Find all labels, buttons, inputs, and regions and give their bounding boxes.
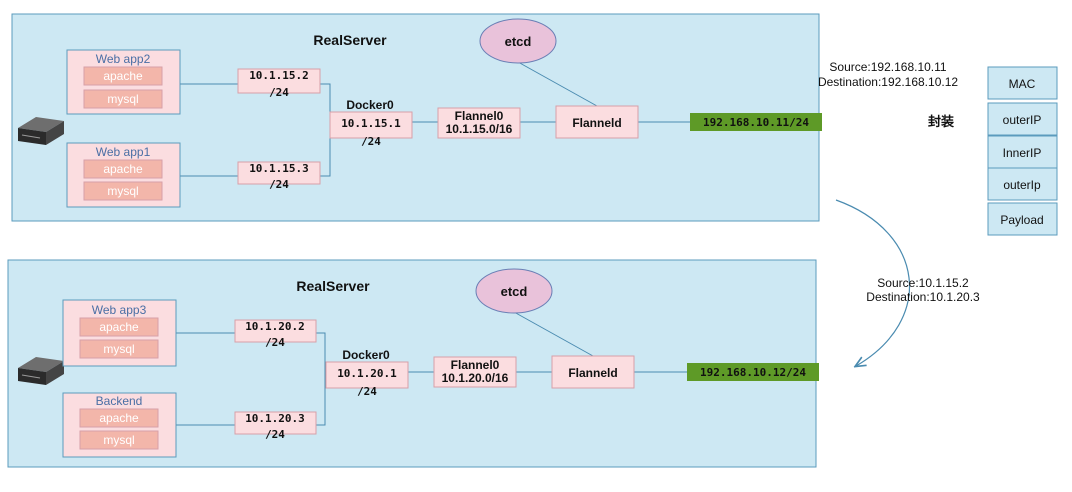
top-app-2: Web app1 apache mysql bbox=[66, 142, 181, 208]
top-app-2-mysql: mysql bbox=[107, 184, 138, 198]
bottom-docker-ip: 10.1.20.1 bbox=[337, 367, 397, 380]
top-realserver: RealServer Web app2 apache mysql bbox=[11, 13, 822, 222]
top-links bbox=[180, 61, 690, 177]
bottom-docker-mask: /24 bbox=[357, 385, 377, 398]
inner-packet-info: Source:10.1.15.2 Destination:10.1.20.3 bbox=[866, 276, 980, 304]
top-flannel-title: Flannel0 bbox=[455, 109, 504, 123]
bottom-server-icon bbox=[18, 357, 64, 385]
bottom-flannel0: Flannel0 10.1.20.0/16 bbox=[433, 356, 517, 388]
bottom-flannel-title: Flannel0 bbox=[451, 358, 500, 372]
bottom-app-2: Backend apache mysql bbox=[62, 392, 177, 458]
bottom-app-2-name: Backend bbox=[96, 394, 143, 408]
top-etcd: etcd bbox=[479, 18, 557, 64]
top-ip-a: 10.1.15.2 /24 bbox=[237, 68, 321, 99]
bottom-flanneld: Flanneld bbox=[551, 355, 635, 389]
inner-destination: Destination:10.1.20.3 bbox=[866, 290, 980, 304]
top-ip-a-line1: 10.1.15.2 bbox=[249, 69, 309, 82]
top-docker0: Docker0 10.1.15.1 /24 bbox=[329, 98, 413, 148]
bottom-etcd-label: etcd bbox=[501, 284, 528, 299]
top-docker-title: Docker0 bbox=[346, 98, 394, 112]
bottom-app-1-apache: apache bbox=[99, 320, 139, 334]
bottom-flannel-subnet: 10.1.20.0/16 bbox=[442, 371, 509, 385]
top-server-icon bbox=[18, 117, 64, 145]
bottom-app-1-mysql: mysql bbox=[103, 342, 134, 356]
top-host-ip-label: 192.168.10.11/24 bbox=[703, 116, 809, 129]
top-flannel0: Flannel0 10.1.15.0/16 bbox=[437, 107, 521, 139]
bottom-ip-b: 10.1.20.3 /24 bbox=[234, 411, 317, 441]
top-docker-ip: 10.1.15.1 bbox=[341, 117, 401, 130]
bottom-app-1: Web app3 apache mysql bbox=[62, 299, 177, 367]
bottom-host-ip: 192.168.10.12/24 bbox=[687, 363, 819, 381]
encapsulation-label: 封装 bbox=[928, 114, 954, 129]
outer-destination: Destination:192.168.10.12 bbox=[818, 75, 958, 89]
bottom-ip-a: 10.1.20.2 /24 bbox=[234, 319, 317, 349]
top-docker-mask: /24 bbox=[361, 135, 381, 148]
bottom-ip-b-line1: 10.1.20.3 bbox=[245, 412, 305, 425]
transfer-arrow bbox=[835, 199, 911, 366]
inner-source: Source:10.1.15.2 bbox=[877, 276, 969, 290]
top-app-2-name: Web app1 bbox=[96, 145, 151, 159]
outer-source: Source:192.168.10.11 bbox=[829, 60, 947, 74]
top-app-1-apache: apache bbox=[103, 69, 143, 83]
top-ip-a-line2: /24 bbox=[269, 86, 289, 99]
bottom-links bbox=[176, 311, 687, 426]
top-app-2-apache: apache bbox=[103, 162, 143, 176]
packet-layer-1: MAC bbox=[1009, 77, 1036, 91]
packet-layer-4: outerIp bbox=[1003, 178, 1041, 192]
top-app-1-name: Web app2 bbox=[96, 52, 151, 66]
top-host-ip: 192.168.10.11/24 bbox=[690, 113, 822, 131]
packet-layer-2: outerIP bbox=[1003, 113, 1042, 127]
packet-layer-5: Payload bbox=[1000, 213, 1043, 227]
bottom-host-ip-label: 192.168.10.12/24 bbox=[700, 366, 806, 379]
bottom-docker0: Docker0 10.1.20.1 /24 bbox=[325, 348, 409, 398]
top-etcd-label: etcd bbox=[505, 34, 532, 49]
top-ip-b-line2: /24 bbox=[269, 178, 289, 191]
outer-packet-info: Source:192.168.10.11 Destination:192.168… bbox=[818, 60, 958, 89]
top-flanneld: Flanneld bbox=[555, 105, 639, 139]
top-app-1-mysql: mysql bbox=[107, 92, 138, 106]
bottom-flanneld-label: Flanneld bbox=[568, 366, 617, 380]
top-server-title: RealServer bbox=[313, 32, 387, 48]
top-flanneld-label: Flanneld bbox=[572, 116, 621, 130]
bottom-server-title: RealServer bbox=[296, 278, 370, 294]
top-ip-b: 10.1.15.3 /24 bbox=[237, 161, 321, 191]
bottom-ip-a-line2: /24 bbox=[265, 336, 285, 349]
bottom-realserver: RealServer Web app3 apache mysql bbox=[7, 259, 819, 468]
packet-layer-3: InnerIP bbox=[1003, 146, 1042, 160]
packet-stack: MAC outerIP InnerIP outerIp Payload bbox=[987, 66, 1058, 236]
bottom-docker-title: Docker0 bbox=[342, 348, 390, 362]
bottom-app-2-apache: apache bbox=[99, 411, 139, 425]
bottom-app-2-mysql: mysql bbox=[103, 433, 134, 447]
bottom-app-1-name: Web app3 bbox=[92, 303, 147, 317]
bottom-etcd: etcd bbox=[475, 268, 553, 314]
bottom-ip-b-line2: /24 bbox=[265, 428, 285, 441]
bottom-ip-a-line1: 10.1.20.2 bbox=[245, 320, 305, 333]
top-ip-b-line1: 10.1.15.3 bbox=[249, 162, 309, 175]
top-flannel-subnet: 10.1.15.0/16 bbox=[446, 122, 513, 136]
top-app-1: Web app2 apache mysql bbox=[66, 49, 181, 115]
